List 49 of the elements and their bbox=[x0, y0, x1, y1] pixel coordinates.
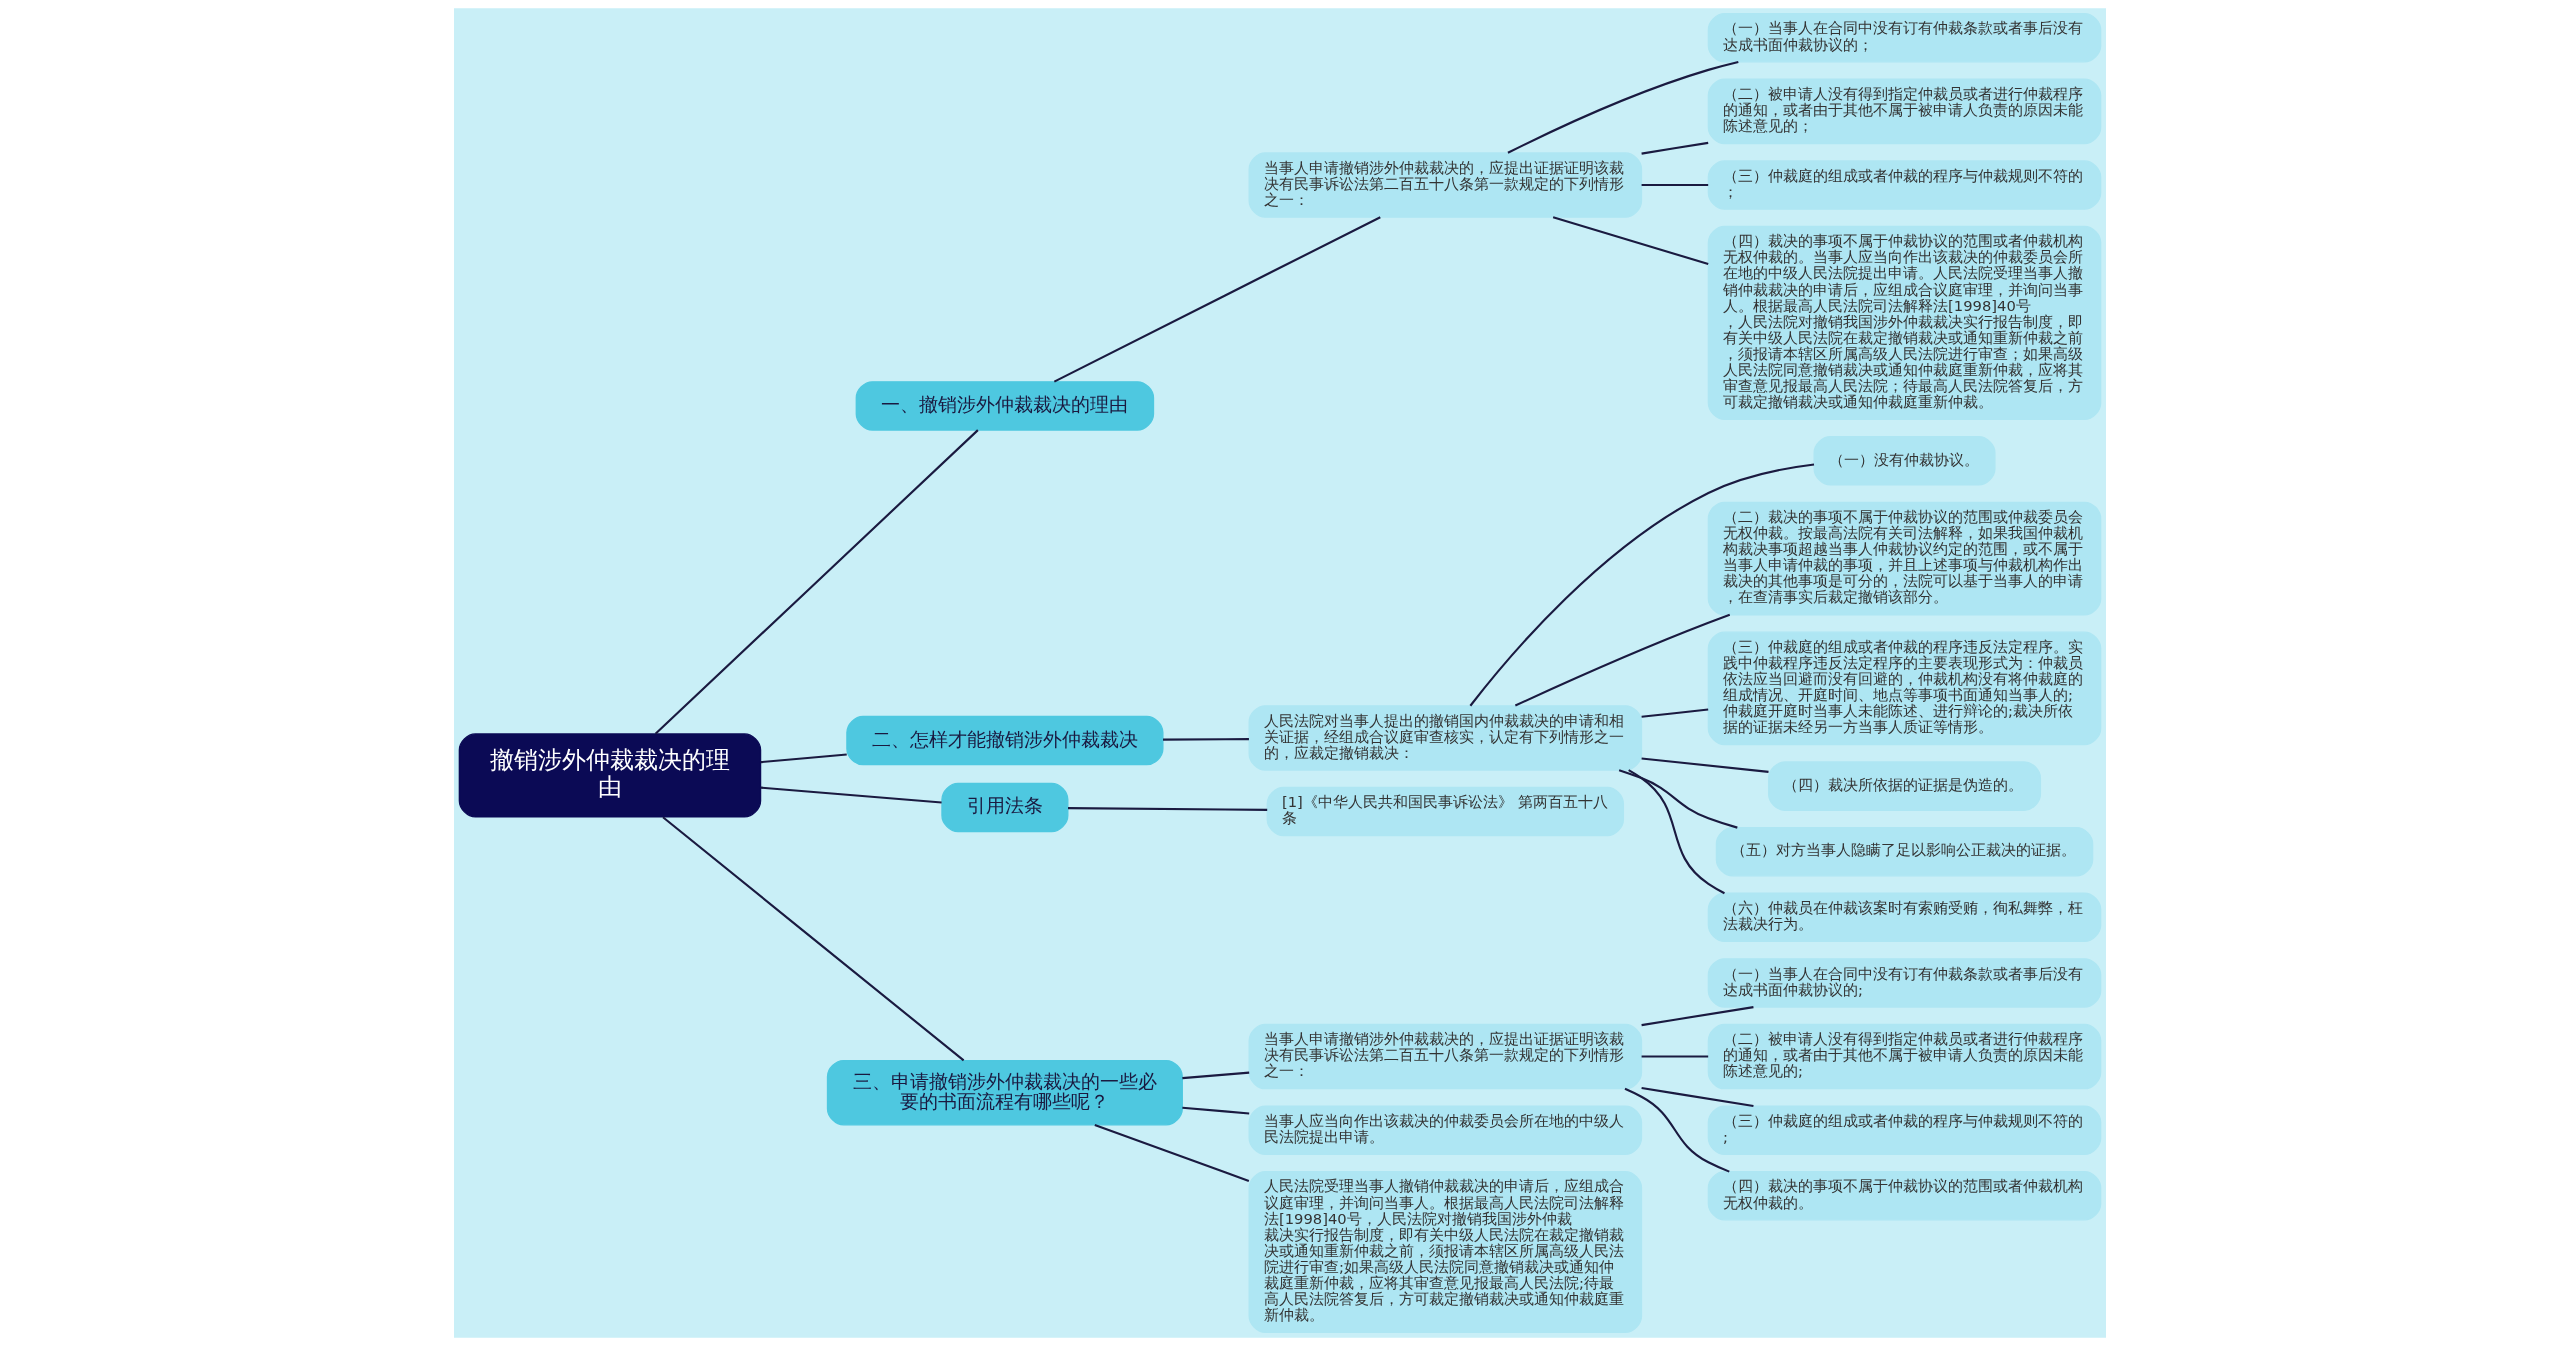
connector bbox=[1514, 613, 1731, 707]
connector bbox=[1628, 769, 1725, 895]
node-box: （四）裁决的事项不属于仲裁协议的范围或者仲裁机构无权仲裁的。当事人应当向作出该裁决的仲裁委员会所在地的中级人民法院提出申请。人民法院受理当事人撤销仲裁裁决的申请后，应组成合议庭审理，并询问当事人。根据最高人民法院司法解释法[1998]40号，人民法院对撤销我国涉外仲裁裁决实行报告制度，即有关中级人民法院在裁定撤销裁决或通知重新仲裁之前，须报请本辖区所属高级人民法院进行审查；如果高级人民法院同意撤销裁决或通知仲裁庭重新仲裁，应将其审查意见报最高人民法院；待最高人民法院答复后，方可裁定撤销裁决或通知仲裁庭重新仲裁。 bbox=[1707, 225, 2102, 420]
node-box: （三）仲裁庭的组成或者仲裁的程序违反法定程序。实践中仲裁程序违反法定程序的主要表现形式为：仲裁员依法应当回避而没有回避的，仲裁机构没有将仲裁庭的组成情况、开庭时间、地点等事项书面通知当事人的;仲裁庭开庭时当事人未能陈述、进行辩论的;裁决所依据的证据未经另一方当事人质证等情形。 bbox=[1707, 631, 2102, 746]
connector bbox=[760, 753, 847, 764]
connector bbox=[1507, 60, 1739, 154]
connector bbox=[1641, 757, 1769, 773]
node-box: 人民法院受理当事人撤销仲裁裁决的申请后，应组成合议庭审理，并询问当事人。根据最高人民法院司法解释法[1998]40号，人民法院对撤销我国涉外仲裁裁决实行报告制度，即有关中级人民法院在裁定撤销裁决或通知重新仲裁之前，须报请本辖区所属高级人民法院进行审查;如果高级人民法院同意撤销裁决或通知仲裁庭重新仲裁，应将其审查意见报最高人民法院;待最高人民法院答复后，方可裁定撤销裁决或通知仲裁庭重新仲裁。 bbox=[1248, 1171, 1643, 1333]
node-box: （一）没有仲裁协议。 bbox=[1813, 436, 1996, 486]
node-box: 三、申请撤销涉外仲裁裁决的一些必要的书面流程有哪些呢？ bbox=[826, 1059, 1183, 1126]
node-box: 引用法条 bbox=[941, 782, 1069, 833]
connector bbox=[1641, 141, 1709, 155]
connector bbox=[1163, 738, 1249, 741]
connector bbox=[1469, 463, 1815, 707]
node-box: [1]《中华人民共和国民事诉讼法》 第两百五十八条 bbox=[1266, 786, 1625, 837]
connector bbox=[1641, 1055, 1709, 1058]
node-box: （三）仲裁庭的组成或者仲裁的程序与仲裁规则不符的； bbox=[1707, 160, 2102, 210]
connector bbox=[1641, 708, 1709, 718]
connector bbox=[760, 786, 942, 804]
node-box: （一）当事人在合同中没有订有仲裁条款或者事后没有达成书面仲裁协议的; bbox=[1707, 958, 2102, 1008]
connector bbox=[1618, 769, 1738, 829]
connector bbox=[1641, 1006, 1754, 1027]
node-box: （六）仲裁员在仲裁该案时有索贿受贿，徇私舞弊，枉法裁决行为。 bbox=[1707, 892, 2102, 943]
node-box: （三）仲裁庭的组成或者仲裁的程序与仲裁规则不符的; bbox=[1707, 1105, 2102, 1155]
connector bbox=[662, 816, 965, 1062]
node-box: （二）裁决的事项不属于仲裁协议的范围或仲裁委员会无权仲裁。按最高法院有关司法解释，如果我国仲裁机构裁决事项超越当事人仲裁协议约定的范围，或不属于当事人申请仲裁的事项，并且上述事项与仲裁机构作出裁决的其他事项是可分的，法院可以基于当事人的申请，在查清事实后裁定撤销该部分。 bbox=[1707, 501, 2102, 616]
connector bbox=[1624, 1087, 1730, 1173]
connector bbox=[1552, 216, 1709, 266]
node-box: 撤销涉外仲裁裁决的理由 bbox=[458, 733, 762, 818]
connector bbox=[1068, 807, 1268, 811]
connector bbox=[654, 429, 979, 735]
node-box: （四）裁决的事项不属于仲裁协议的范围或者仲裁机构无权仲裁的。 bbox=[1707, 1171, 2102, 1221]
node-box: （二）被申请人没有得到指定仲裁员或者进行仲裁程序的通知，或者由于其他不属于被申请人负责的原因未能陈述意见的； bbox=[1707, 78, 2102, 145]
node-box: （二）被申请人没有得到指定仲裁员或者进行仲裁程序的通知，或者由于其他不属于被申请人负责的原因未能陈述意见的; bbox=[1707, 1023, 2102, 1090]
node-box: 一、撤销涉外仲裁裁决的理由 bbox=[855, 381, 1155, 431]
connector bbox=[1641, 1086, 1754, 1108]
node-box: 当事人应当向作出该裁决的仲裁委员会所在地的中级人民法院提出申请。 bbox=[1248, 1105, 1643, 1155]
node-box: （一）当事人在合同中没有订有仲裁条款或者事后没有达成书面仲裁协议的； bbox=[1707, 13, 2102, 63]
connector bbox=[1053, 216, 1381, 383]
connector bbox=[1094, 1123, 1250, 1182]
node-box: 二、怎样才能撤销涉外仲裁裁决 bbox=[846, 715, 1164, 766]
node-box: （四）裁决所依据的证据是伪造的。 bbox=[1767, 761, 2042, 811]
connector bbox=[1182, 1106, 1250, 1115]
node-box: 当事人申请撤销涉外仲裁裁决的，应提出证据证明该裁决有民事诉讼法第二百五十八条第一款规定的下列情形之一： bbox=[1248, 1023, 1643, 1090]
node-box: （五）对方当事人隐瞒了足以影响公正裁决的证据。 bbox=[1715, 826, 2094, 877]
connector bbox=[1182, 1071, 1250, 1080]
node-box: 人民法院对当事人提出的撤销国内仲裁裁决的申请和相关证据，经组成合议庭审查核实，认定有下列情形之一的，应裁定撤销裁决： bbox=[1248, 705, 1643, 771]
node-box: 当事人申请撤销涉外仲裁裁决的，应提出证据证明该裁决有民事诉讼法第二百五十八条第一款规定的下列情形之一： bbox=[1248, 152, 1643, 218]
connector bbox=[1641, 183, 1709, 187]
